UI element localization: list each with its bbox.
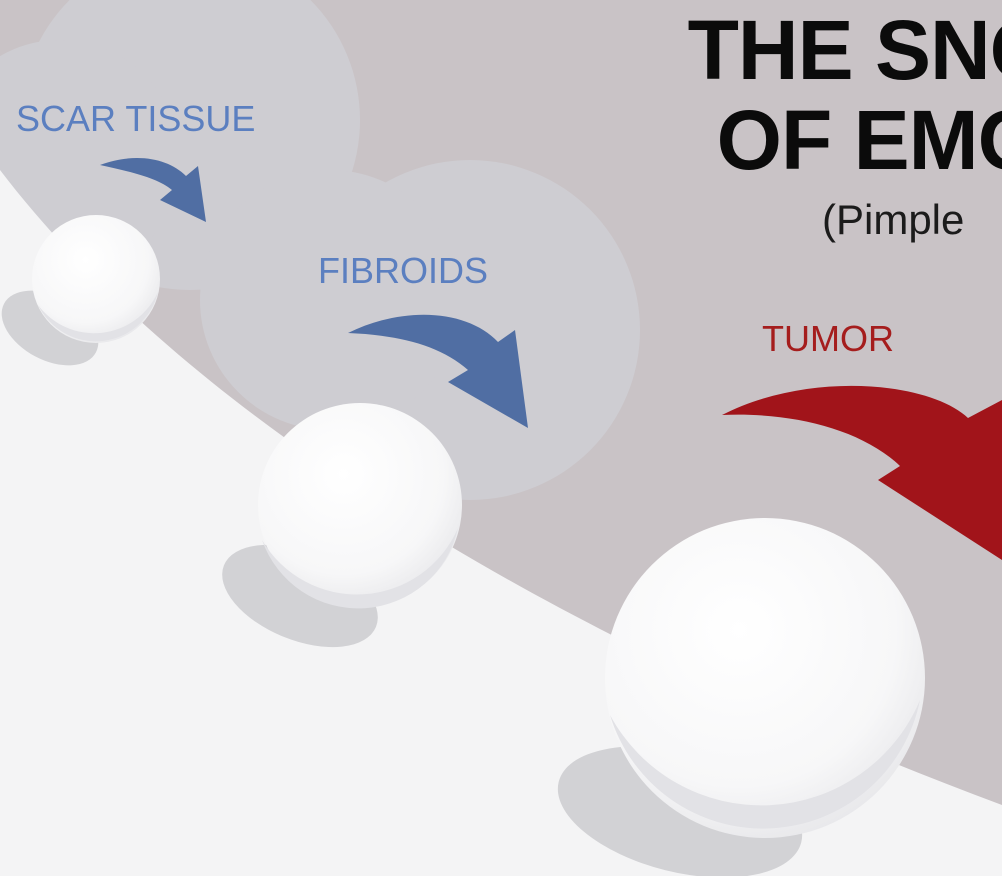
snowball-medium <box>258 403 462 608</box>
label-tumor: TUMOR <box>762 318 894 360</box>
subtitle: (Pimple <box>822 196 964 244</box>
label-fibroids: FIBROIDS <box>318 250 488 292</box>
label-scar-tissue: SCAR TISSUE <box>16 98 255 140</box>
title-line-1: THE SNO <box>688 8 1002 92</box>
title-line-2: OF EMO <box>717 98 1002 182</box>
snowball-large <box>605 518 925 838</box>
snowball-small <box>32 215 160 343</box>
